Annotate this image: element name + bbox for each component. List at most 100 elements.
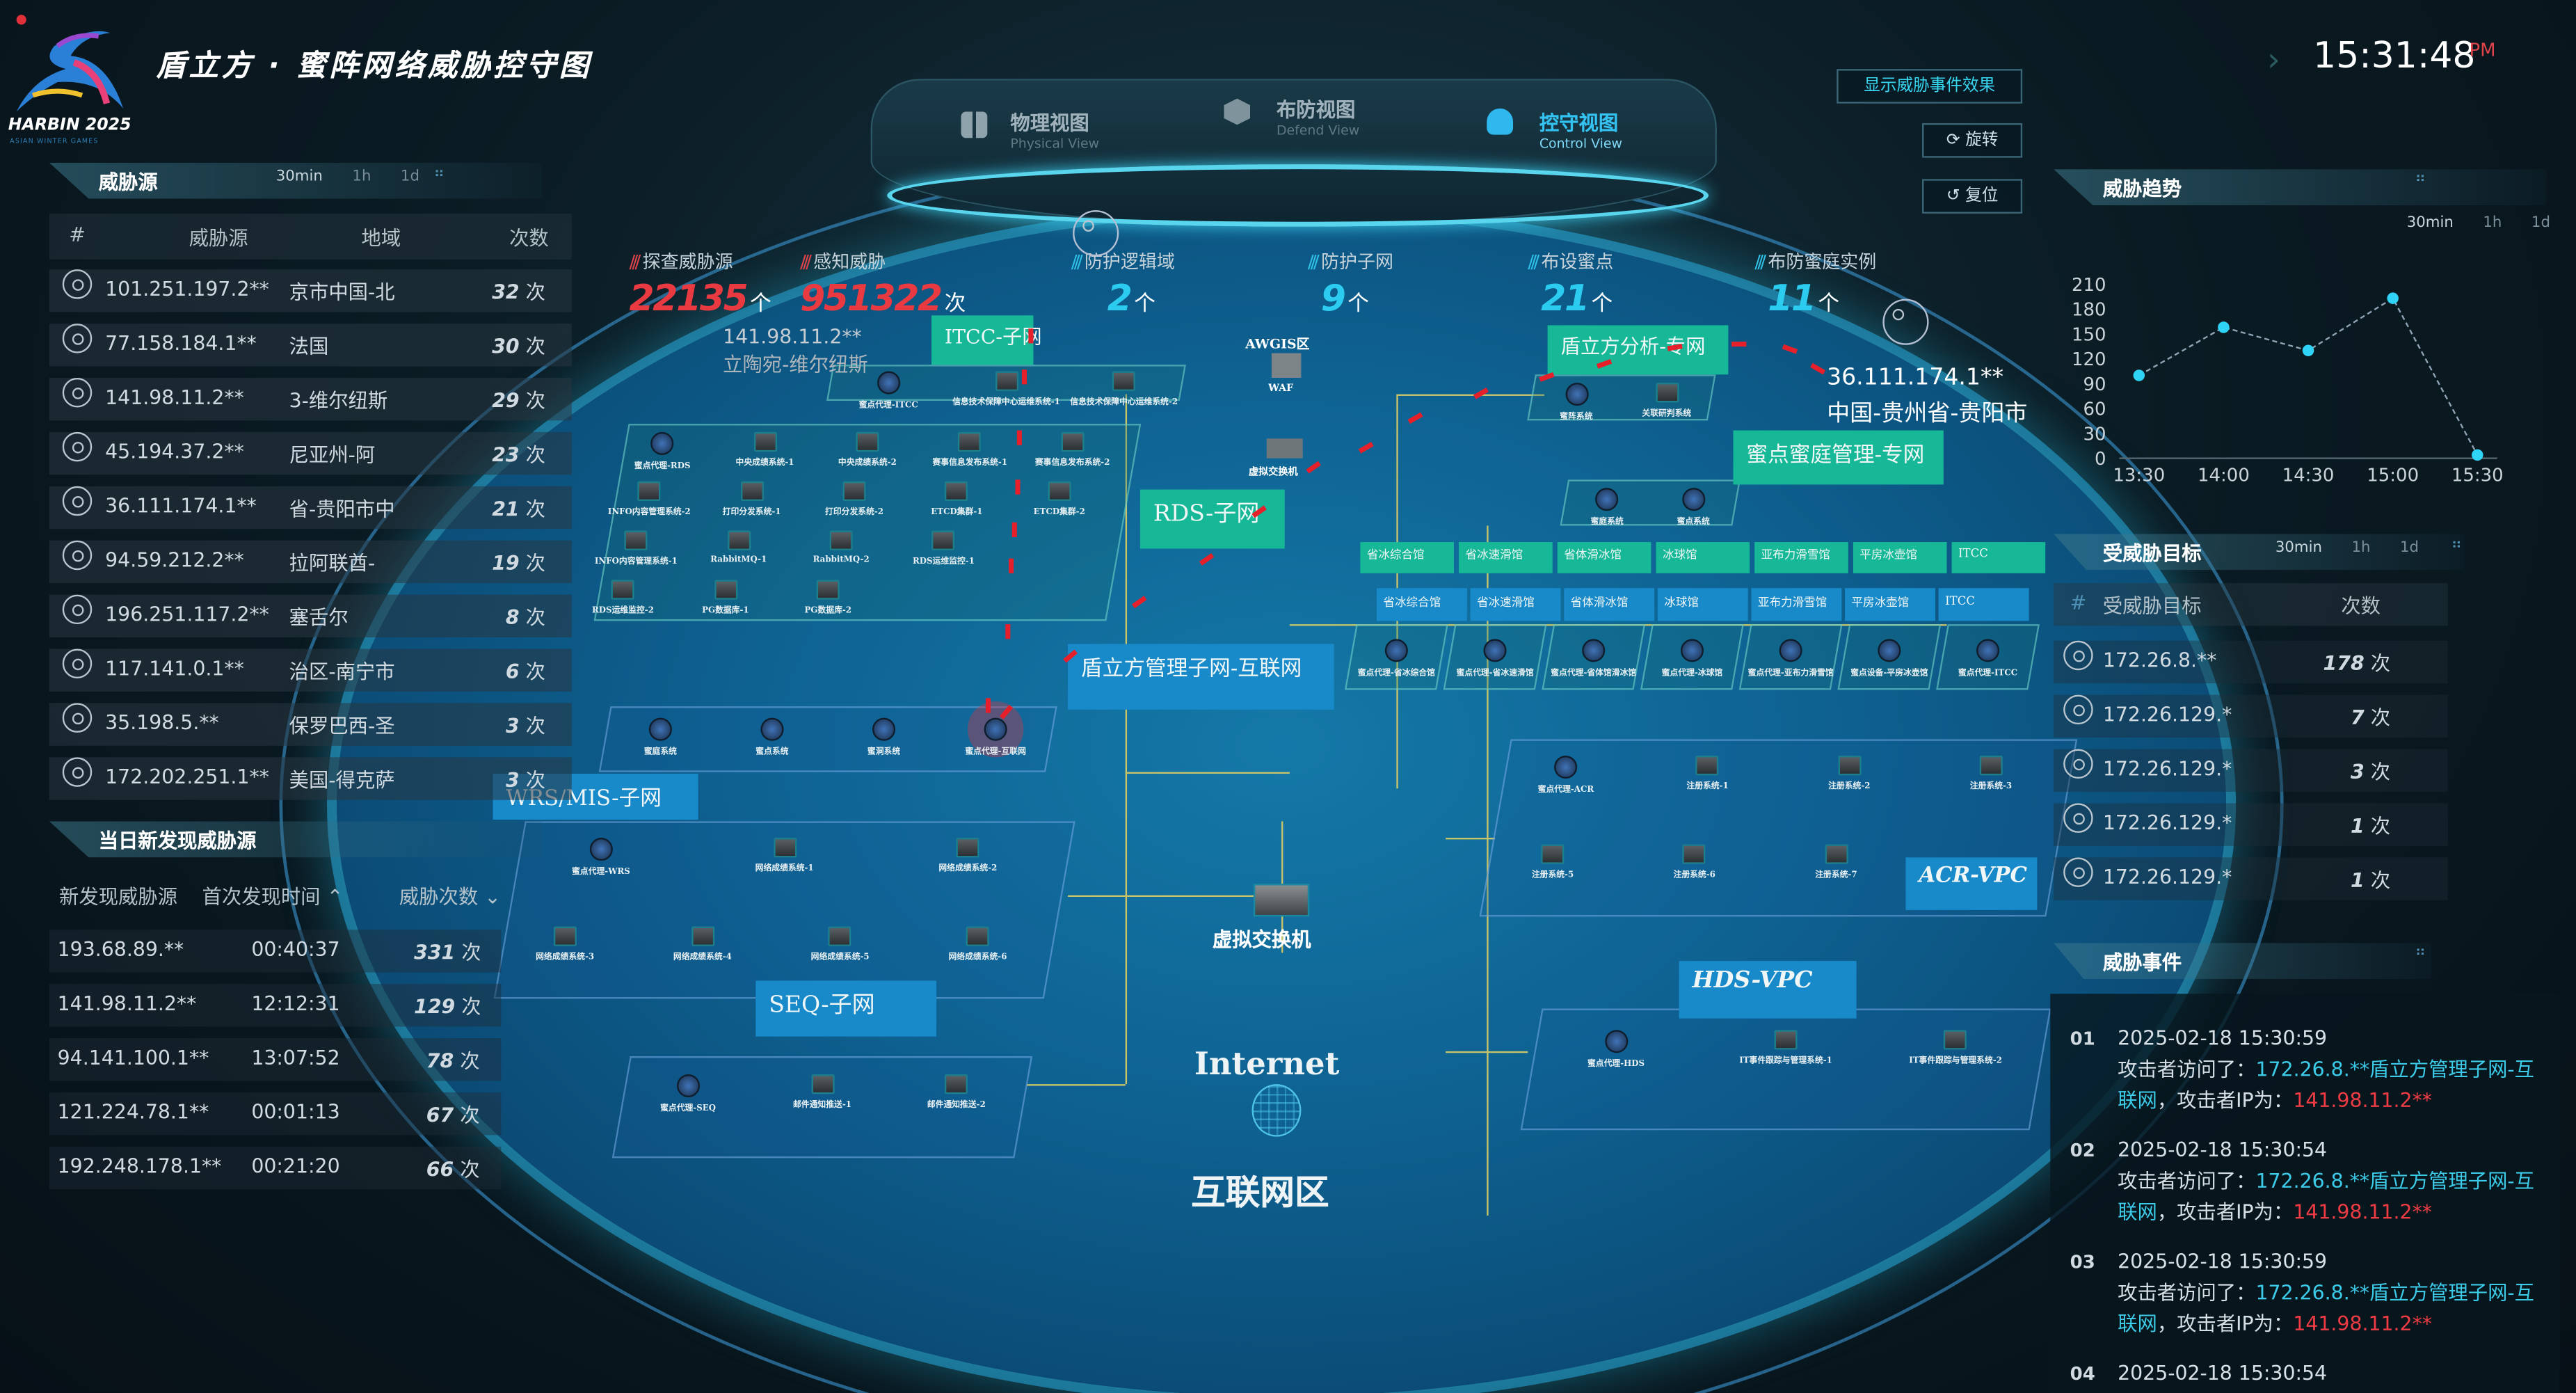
venue-label-green[interactable]: 平房冰壶馆: [1853, 542, 1947, 573]
chevron-right-icon[interactable]: ›: [2267, 39, 2280, 79]
target-row[interactable]: 172.26.129.*1 次: [2054, 803, 2448, 846]
mgmt-zone-label[interactable]: 盾立方管理子网-互联网: [1068, 644, 1334, 710]
network-node[interactable]: RDS运维监控-1: [870, 531, 1018, 567]
venue-label-blue[interactable]: 冰球馆: [1657, 588, 1748, 621]
venue-label-blue[interactable]: 亚布力滑雪馆: [1751, 588, 1842, 621]
target-row[interactable]: 172.26.129.*1 次: [2054, 857, 2448, 900]
network-node[interactable]: PG数据库-2: [754, 580, 902, 616]
network-node[interactable]: 蜜点系统: [698, 718, 847, 758]
network-node[interactable]: 信息技术保障中心运维系统-2: [1050, 371, 1198, 407]
drag-handle-icon[interactable]: ⠶: [2415, 944, 2426, 962]
network-node[interactable]: 蜜点代理-省冰综合馆: [1322, 639, 1471, 678]
venue-label-green[interactable]: 冰球馆: [1656, 542, 1750, 573]
tab-30min[interactable]: 30min: [2406, 215, 2454, 232]
network-node[interactable]: 中央成绩系统-1: [691, 432, 839, 469]
network-node[interactable]: 注册系统-1: [1633, 755, 1782, 791]
network-node[interactable]: PG数据库-1: [652, 580, 800, 616]
network-node[interactable]: ETCD集群-2: [985, 481, 1133, 518]
rds-zone-label[interactable]: RDS-子网: [1139, 489, 1285, 549]
venue-label-green[interactable]: 省冰速滑馆: [1459, 542, 1553, 573]
drag-handle-icon[interactable]: ⠶: [2415, 170, 2426, 188]
network-node[interactable]: 蜜点代理-HDS: [1542, 1030, 1690, 1070]
network-node[interactable]: 注册系统-3: [1917, 755, 2065, 791]
network-node[interactable]: 打印分发系统-1: [678, 481, 826, 518]
waf-icon[interactable]: [1271, 353, 1302, 378]
target-row[interactable]: 172.26.8.**178 次: [2054, 640, 2448, 684]
drag-handle-icon[interactable]: ⠶: [2451, 536, 2463, 554]
network-node[interactable]: 蜜点代理-省冰速滑馆: [1421, 639, 1569, 678]
network-node[interactable]: 邮件通知推送-2: [883, 1074, 1031, 1111]
threat-source-row[interactable]: 94.59.212.2**拉阿联酋-19 次: [49, 540, 572, 584]
network-node[interactable]: IT事件跟踪与管理系统-1: [1712, 1030, 1860, 1067]
network-node[interactable]: 蜜点代理-ACR: [1492, 755, 1640, 795]
network-node[interactable]: RabbitMQ-1: [664, 531, 813, 566]
drag-handle-icon[interactable]: ⠶: [433, 166, 445, 183]
network-node[interactable]: 蜜点设备-平房冰壶馆: [1816, 639, 1964, 678]
network-node[interactable]: 网络成绩系统-3: [491, 925, 639, 962]
attack-source-marker-icon[interactable]: [1882, 298, 1929, 345]
network-node[interactable]: 蜜点代理-ITCC: [1914, 639, 2062, 678]
network-node[interactable]: INFO内容管理系统-1: [562, 531, 710, 567]
network-node[interactable]: 注册系统-6: [1620, 843, 1768, 880]
target-row[interactable]: 172.26.129.*7 次: [2054, 694, 2448, 738]
network-node[interactable]: 蜜点代理-SEQ: [614, 1074, 762, 1114]
network-node[interactable]: 中央成绩系统-2: [794, 432, 942, 469]
network-node[interactable]: ETCD集群-1: [883, 481, 1031, 518]
globe-icon[interactable]: [1251, 1084, 1302, 1137]
virtual-switch-icon[interactable]: [1253, 884, 1310, 917]
network-node[interactable]: 蜜庭系统: [1533, 488, 1681, 527]
venue-label-green[interactable]: 亚布力滑雪馆: [1754, 542, 1848, 573]
network-node[interactable]: 关联研判系统: [1593, 383, 1741, 419]
venue-label-green[interactable]: ITCC: [1951, 542, 2046, 573]
network-node[interactable]: IT事件跟踪与管理系统-2: [1882, 1030, 2030, 1067]
tab-30min[interactable]: 30min: [2275, 540, 2322, 557]
network-node[interactable]: 注册系统-7: [1762, 843, 1910, 880]
network-node[interactable]: 网络成绩系统-6: [904, 925, 1052, 962]
analysis-zone-label[interactable]: 盾立方分析-专网: [1547, 325, 1729, 375]
network-node[interactable]: 蜜点系统: [1619, 488, 1768, 527]
venue-label-blue[interactable]: 省冰综合馆: [1377, 588, 1467, 621]
venue-label-blue[interactable]: 平房冰壶馆: [1845, 588, 1935, 621]
network-node[interactable]: 网络成绩系统-1: [710, 837, 858, 873]
network-node[interactable]: 蜜点代理-省体馆滑冰馆: [1519, 639, 1667, 678]
network-node[interactable]: 网络成绩系统-4: [629, 925, 777, 962]
network-node[interactable]: INFO内容管理系统-2: [575, 481, 723, 518]
network-node[interactable]: 蜜洞系统: [810, 718, 958, 758]
tab-1h[interactable]: 1h: [2483, 215, 2502, 232]
target-row[interactable]: 172.26.129.*3 次: [2054, 749, 2448, 792]
network-node[interactable]: 网络成绩系统-2: [894, 837, 1042, 873]
venue-label-blue[interactable]: ITCC: [1938, 588, 2029, 621]
rotate-button[interactable]: ⟳ 旋转: [1922, 123, 2023, 158]
network-node[interactable]: 蜜阵系统: [1503, 383, 1651, 422]
venue-label-green[interactable]: 省体滑冰馆: [1557, 542, 1651, 573]
network-node[interactable]: 邮件通知推送-1: [749, 1074, 897, 1111]
network-node[interactable]: 蜜点代理-ITCC: [815, 371, 963, 411]
honey_mgmt-zone-label[interactable]: 蜜点蜜庭管理-专网: [1733, 430, 1944, 485]
seq-zone-label[interactable]: SEQ-子网: [755, 980, 937, 1037]
tab-1h[interactable]: 1h: [352, 169, 371, 186]
venue-label-blue[interactable]: 省体滑冰馆: [1564, 588, 1655, 621]
venue-label-blue[interactable]: 省冰速滑馆: [1470, 588, 1561, 621]
attack-source-marker-icon[interactable]: [1073, 210, 1119, 257]
network-node[interactable]: 蜜点代理-亚布力滑雪馆: [1717, 639, 1865, 678]
venue-label-green[interactable]: 省冰综合馆: [1360, 542, 1455, 573]
show-threat-effects-button[interactable]: 显示威胁事件效果: [1837, 69, 2023, 104]
